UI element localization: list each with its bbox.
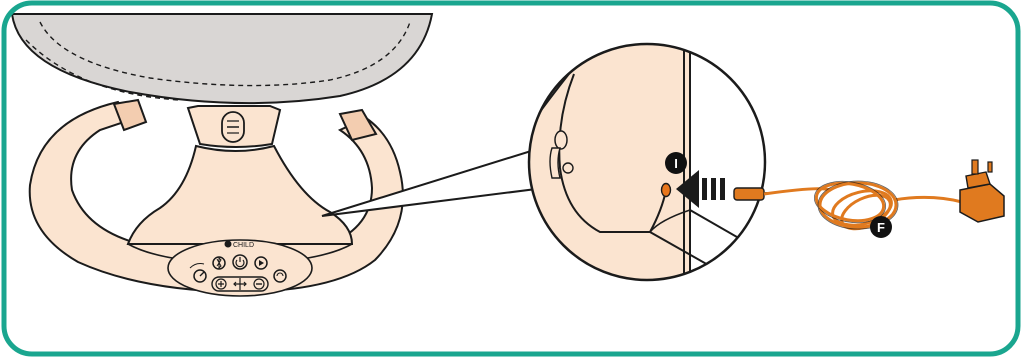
play-button[interactable] bbox=[254, 256, 268, 270]
callout-adapter-label: F bbox=[877, 220, 885, 235]
bluetooth-button[interactable] bbox=[212, 256, 226, 270]
insert-arrow-icon bbox=[676, 170, 725, 208]
callout-port-label: I bbox=[674, 156, 678, 171]
power-port[interactable] bbox=[660, 182, 672, 198]
plus-button[interactable] bbox=[215, 278, 227, 290]
cable-coil-outline bbox=[813, 180, 899, 230]
timer-dial[interactable] bbox=[189, 263, 207, 283]
motion-button[interactable] bbox=[233, 278, 247, 290]
speed-icon bbox=[276, 272, 284, 277]
brand-logo: CHILD bbox=[224, 240, 254, 249]
speed-dial[interactable] bbox=[273, 269, 287, 283]
power-button[interactable] bbox=[232, 254, 248, 270]
bluetooth-icon bbox=[216, 256, 222, 270]
cable-coil bbox=[763, 181, 963, 231]
brand-logo-text: CHILD bbox=[233, 242, 254, 249]
play-icon bbox=[259, 260, 264, 266]
plug-icon bbox=[959, 159, 1005, 223]
magnified-detail: I bbox=[527, 42, 767, 282]
timer-icon bbox=[189, 263, 205, 269]
power-icon bbox=[235, 257, 245, 268]
move-icon bbox=[233, 278, 247, 290]
seat bbox=[10, 13, 434, 105]
power-adapter: F bbox=[733, 159, 1005, 238]
control-panel: CHILD bbox=[167, 239, 313, 297]
minus-button[interactable] bbox=[253, 278, 265, 290]
zoom-pointer bbox=[321, 140, 561, 217]
plug-connector[interactable] bbox=[733, 187, 765, 201]
stand-neck bbox=[186, 105, 282, 148]
base bbox=[28, 98, 404, 294]
callout-badge-port: I bbox=[665, 152, 687, 174]
plus-icon bbox=[218, 281, 224, 287]
callout-badge-adapter: F bbox=[870, 216, 892, 238]
